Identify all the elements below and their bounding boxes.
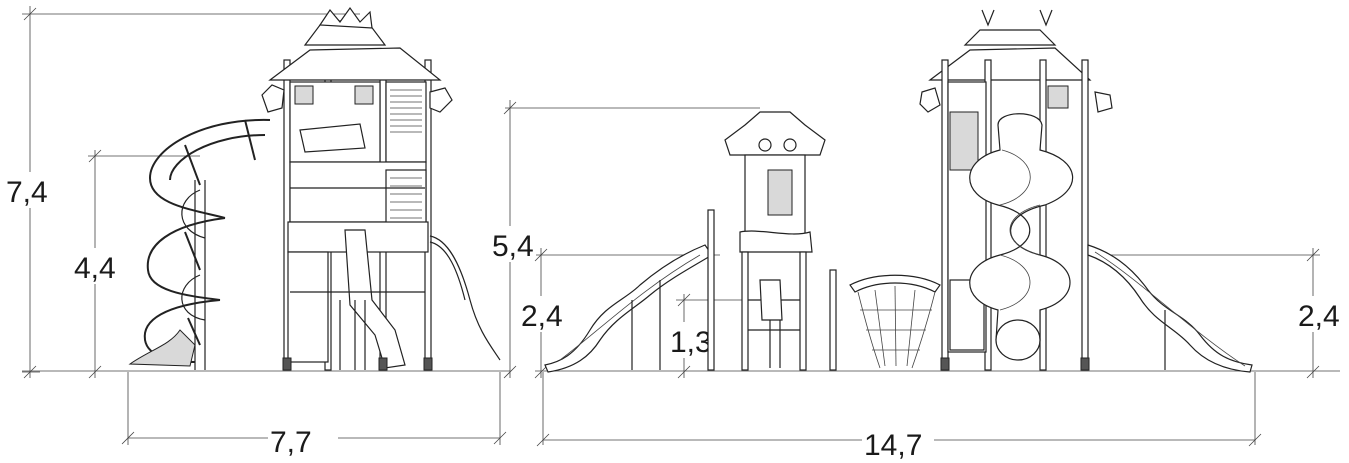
net-bridge bbox=[849, 274, 941, 369]
right-wave-slide bbox=[1087, 244, 1253, 373]
dimension-label-slide-height: 4,4 bbox=[74, 252, 116, 285]
right-tower bbox=[919, 9, 1113, 371]
dimension-label-right-width: 14,7 bbox=[864, 429, 922, 462]
dimension-label-right-slide-height: 2,4 bbox=[1298, 300, 1340, 333]
dimension-label-tower-height: 5,4 bbox=[492, 230, 534, 263]
dimension-label-left-slide-height: 2,4 bbox=[521, 300, 563, 333]
left-wave-slide bbox=[544, 209, 715, 373]
center-tower bbox=[724, 111, 837, 371]
left-tower bbox=[261, 6, 501, 371]
dimension-lines bbox=[22, 6, 1340, 447]
spiral-slide bbox=[128, 118, 271, 370]
left-elevation bbox=[128, 6, 501, 371]
dimension-label-total-height: 7,4 bbox=[6, 176, 48, 209]
dimension-label-platform-height: 1,3 bbox=[670, 326, 712, 359]
right-elevation bbox=[544, 9, 1253, 373]
dimension-label-left-width: 7,7 bbox=[270, 426, 312, 459]
